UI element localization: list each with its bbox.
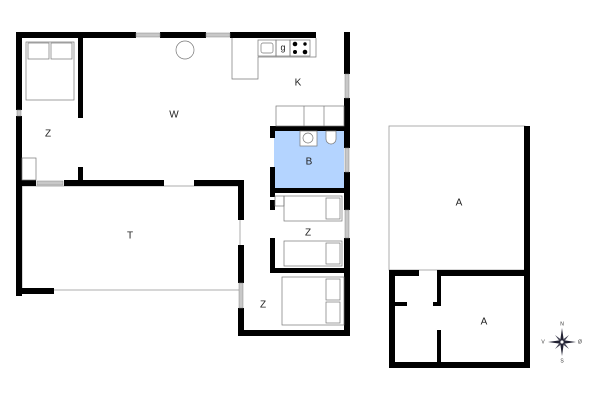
compass-icon: N S Ø V — [541, 321, 582, 364]
compass-west: V — [541, 339, 545, 345]
stove-burners-icon — [292, 41, 308, 55]
double-bed — [21, 41, 75, 181]
compass-south: S — [560, 358, 564, 364]
single-beds — [274, 195, 343, 267]
room-label-living: W — [169, 110, 179, 121]
room-label-bedroom3: Z — [260, 300, 266, 311]
room-label-bedroom1: Z — [45, 129, 51, 140]
annex-walls — [389, 126, 530, 368]
room-label-kitchen: K — [295, 78, 302, 89]
room-label-terrace: T — [127, 231, 133, 242]
compass-east: Ø — [578, 339, 582, 345]
room-label-bedroom2: Z — [305, 228, 311, 239]
compass-north: N — [560, 321, 564, 327]
kitchen-counter — [231, 38, 345, 127]
round-table — [175, 40, 195, 60]
room-label-bathroom: B — [306, 157, 313, 168]
bedroom3-bed — [281, 276, 345, 326]
bathroom-fixtures — [299, 130, 337, 147]
appliance-label: g — [280, 42, 285, 52]
room-label-annex-large: A — [456, 198, 463, 209]
windows — [16, 32, 350, 309]
walls — [16, 32, 350, 336]
room-label-annex-small: A — [481, 317, 488, 328]
